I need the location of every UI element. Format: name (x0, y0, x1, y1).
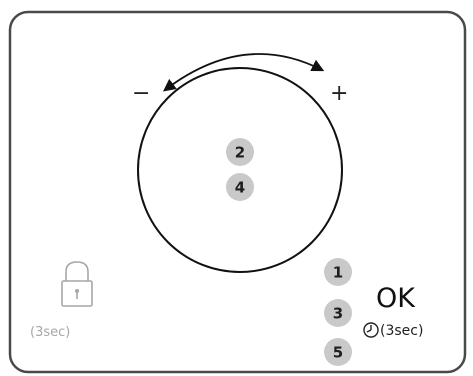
dial-badge-2: 2 (226, 138, 254, 166)
ok-badge-1-label: 1 (333, 264, 343, 282)
lock-hold-label: (3sec) (30, 325, 70, 340)
ok-badge-1: 1 (324, 258, 352, 286)
control-dial[interactable] (138, 68, 342, 272)
dial-minus-label: − (132, 81, 150, 106)
dial-plus-label: + (330, 81, 348, 106)
dial-badge-4: 4 (226, 173, 254, 201)
ok-badge-3-label: 3 (333, 305, 343, 323)
dial-badge-4-label: 4 (235, 179, 245, 197)
dial-badge-2-label: 2 (235, 144, 245, 162)
ok-badge-3: 3 (324, 299, 352, 327)
ok-badge-5-label: 5 (333, 344, 343, 362)
ok-button-label[interactable]: OK (376, 283, 416, 314)
ok-hold-label: (3sec) (380, 323, 423, 339)
ok-badge-5: 5 (324, 338, 352, 366)
